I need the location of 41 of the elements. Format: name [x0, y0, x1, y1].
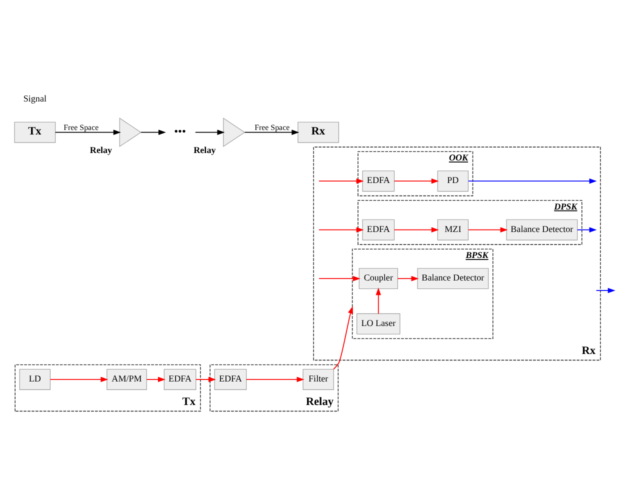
arrow [54, 129, 121, 134]
arrow [318, 178, 364, 184]
node-label: Relay [90, 144, 112, 155]
node-box: Coupler [358, 268, 398, 289]
arrow [244, 129, 300, 134]
node-box: PD [437, 170, 469, 192]
node-box: Balance Detector [417, 268, 489, 289]
node-box: EDFA [214, 368, 247, 390]
arrow [333, 306, 353, 370]
arrow [376, 287, 382, 314]
arrow [318, 226, 364, 232]
node-box: LO Laser [356, 312, 400, 334]
arrow [140, 129, 166, 134]
node-box: Rx [298, 121, 340, 142]
node-box: MZI [437, 218, 469, 240]
node-box: Tx [14, 121, 56, 142]
node-box: Balance Detector [506, 218, 578, 240]
node-text: ••• [174, 126, 186, 138]
node-label: Relay [194, 144, 216, 155]
arrow [397, 275, 419, 281]
arrow [468, 178, 597, 184]
arrow [394, 226, 439, 232]
arrow [246, 376, 304, 382]
arrow [146, 376, 166, 382]
arrow [195, 376, 216, 382]
node-box: EDFA [164, 368, 196, 390]
arrow [576, 226, 597, 232]
arrow [468, 226, 508, 232]
label: Signal [23, 93, 46, 104]
arrow [394, 178, 439, 184]
node-box: EDFA [362, 170, 395, 192]
node-box: Filter [302, 368, 334, 390]
arrow [194, 129, 225, 134]
node-box: LD [19, 368, 51, 390]
node-box: EDFA [362, 218, 395, 240]
edge-label: Free Space [254, 122, 290, 132]
node-box: AM/PM [106, 368, 147, 390]
arrow [318, 275, 360, 281]
edge-label: Free Space [64, 122, 99, 132]
arrow [50, 376, 108, 382]
arrow [596, 287, 616, 293]
